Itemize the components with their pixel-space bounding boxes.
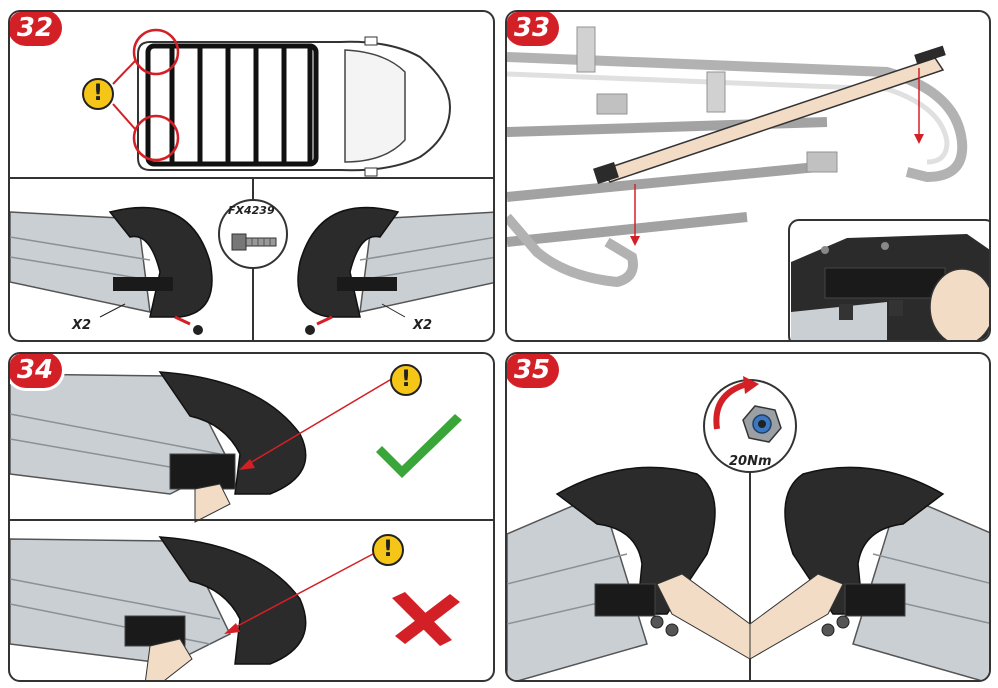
step-35-illustration — [507, 376, 989, 680]
rail-corner-left — [507, 466, 751, 680]
torque-callout — [703, 376, 797, 473]
step-32-illustration — [10, 28, 493, 340]
part-code-label: FX4239 — [228, 204, 275, 217]
highlight-circle-bottom — [132, 114, 180, 162]
rail-corner-right — [297, 206, 493, 335]
incorrect-install-view — [10, 536, 389, 680]
panel-step-34: 34 ! ! — [8, 352, 495, 682]
panel-step-35: 35 20Nm — [505, 352, 991, 682]
load-bar-tube — [593, 45, 946, 185]
nut-icon — [742, 405, 782, 443]
van-top-view — [137, 36, 452, 177]
correct-install-view — [10, 371, 401, 523]
panel-step-32: 32 ! FX4239 X2 X2 — [8, 10, 495, 342]
warning-icon-incorrect: ! — [372, 534, 404, 566]
highlight-circle-top — [132, 28, 180, 76]
cross-icon — [392, 592, 460, 646]
panel-step-33: 33 — [505, 10, 991, 342]
rail-corner-left — [10, 206, 213, 335]
check-icon — [376, 414, 462, 478]
step-number-35: 35 — [507, 354, 559, 388]
step-number-34: 34 — [10, 354, 62, 388]
rail-corner-right — [749, 466, 989, 680]
quantity-label-right: X2 — [413, 318, 433, 333]
quantity-label-left: X2 — [72, 318, 92, 333]
step-33-illustration — [507, 26, 989, 340]
torque-label: 20Nm — [729, 454, 772, 469]
step-number-32: 32 — [10, 12, 62, 46]
part-callout — [218, 199, 288, 269]
warning-icon-correct: ! — [390, 364, 422, 396]
warning-icon: ! — [82, 78, 114, 110]
rotate-arrow-icon — [713, 381, 748, 430]
step-number-33: 33 — [507, 12, 559, 46]
step-34-illustration — [10, 371, 493, 680]
inset-detail — [788, 219, 989, 340]
